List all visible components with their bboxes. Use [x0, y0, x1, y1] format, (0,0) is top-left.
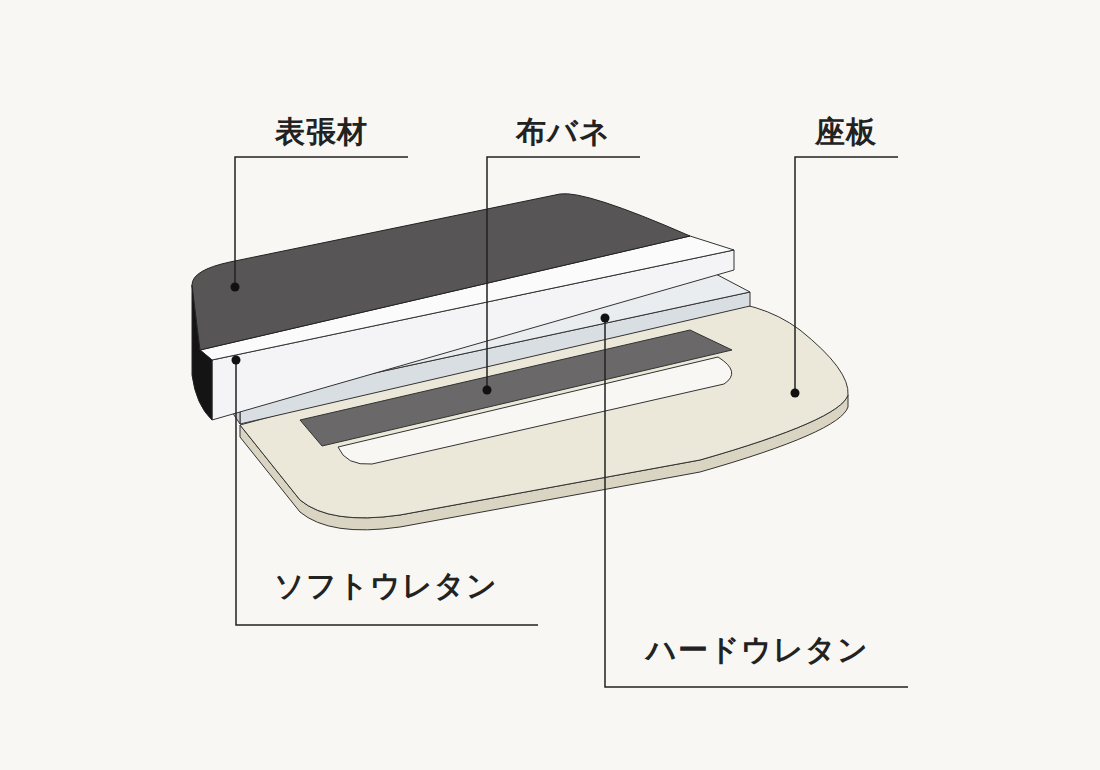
part-label: ハードウレタン — [646, 632, 869, 668]
leader-dots — [231, 283, 800, 398]
part-label: 座板 — [815, 114, 877, 150]
leader-lines — [235, 157, 908, 687]
part-label: ソフトウレタン — [274, 568, 498, 604]
part-label: 表張材 — [275, 114, 368, 150]
part-label: 布バネ — [516, 114, 611, 150]
cover-material-top — [192, 194, 690, 350]
